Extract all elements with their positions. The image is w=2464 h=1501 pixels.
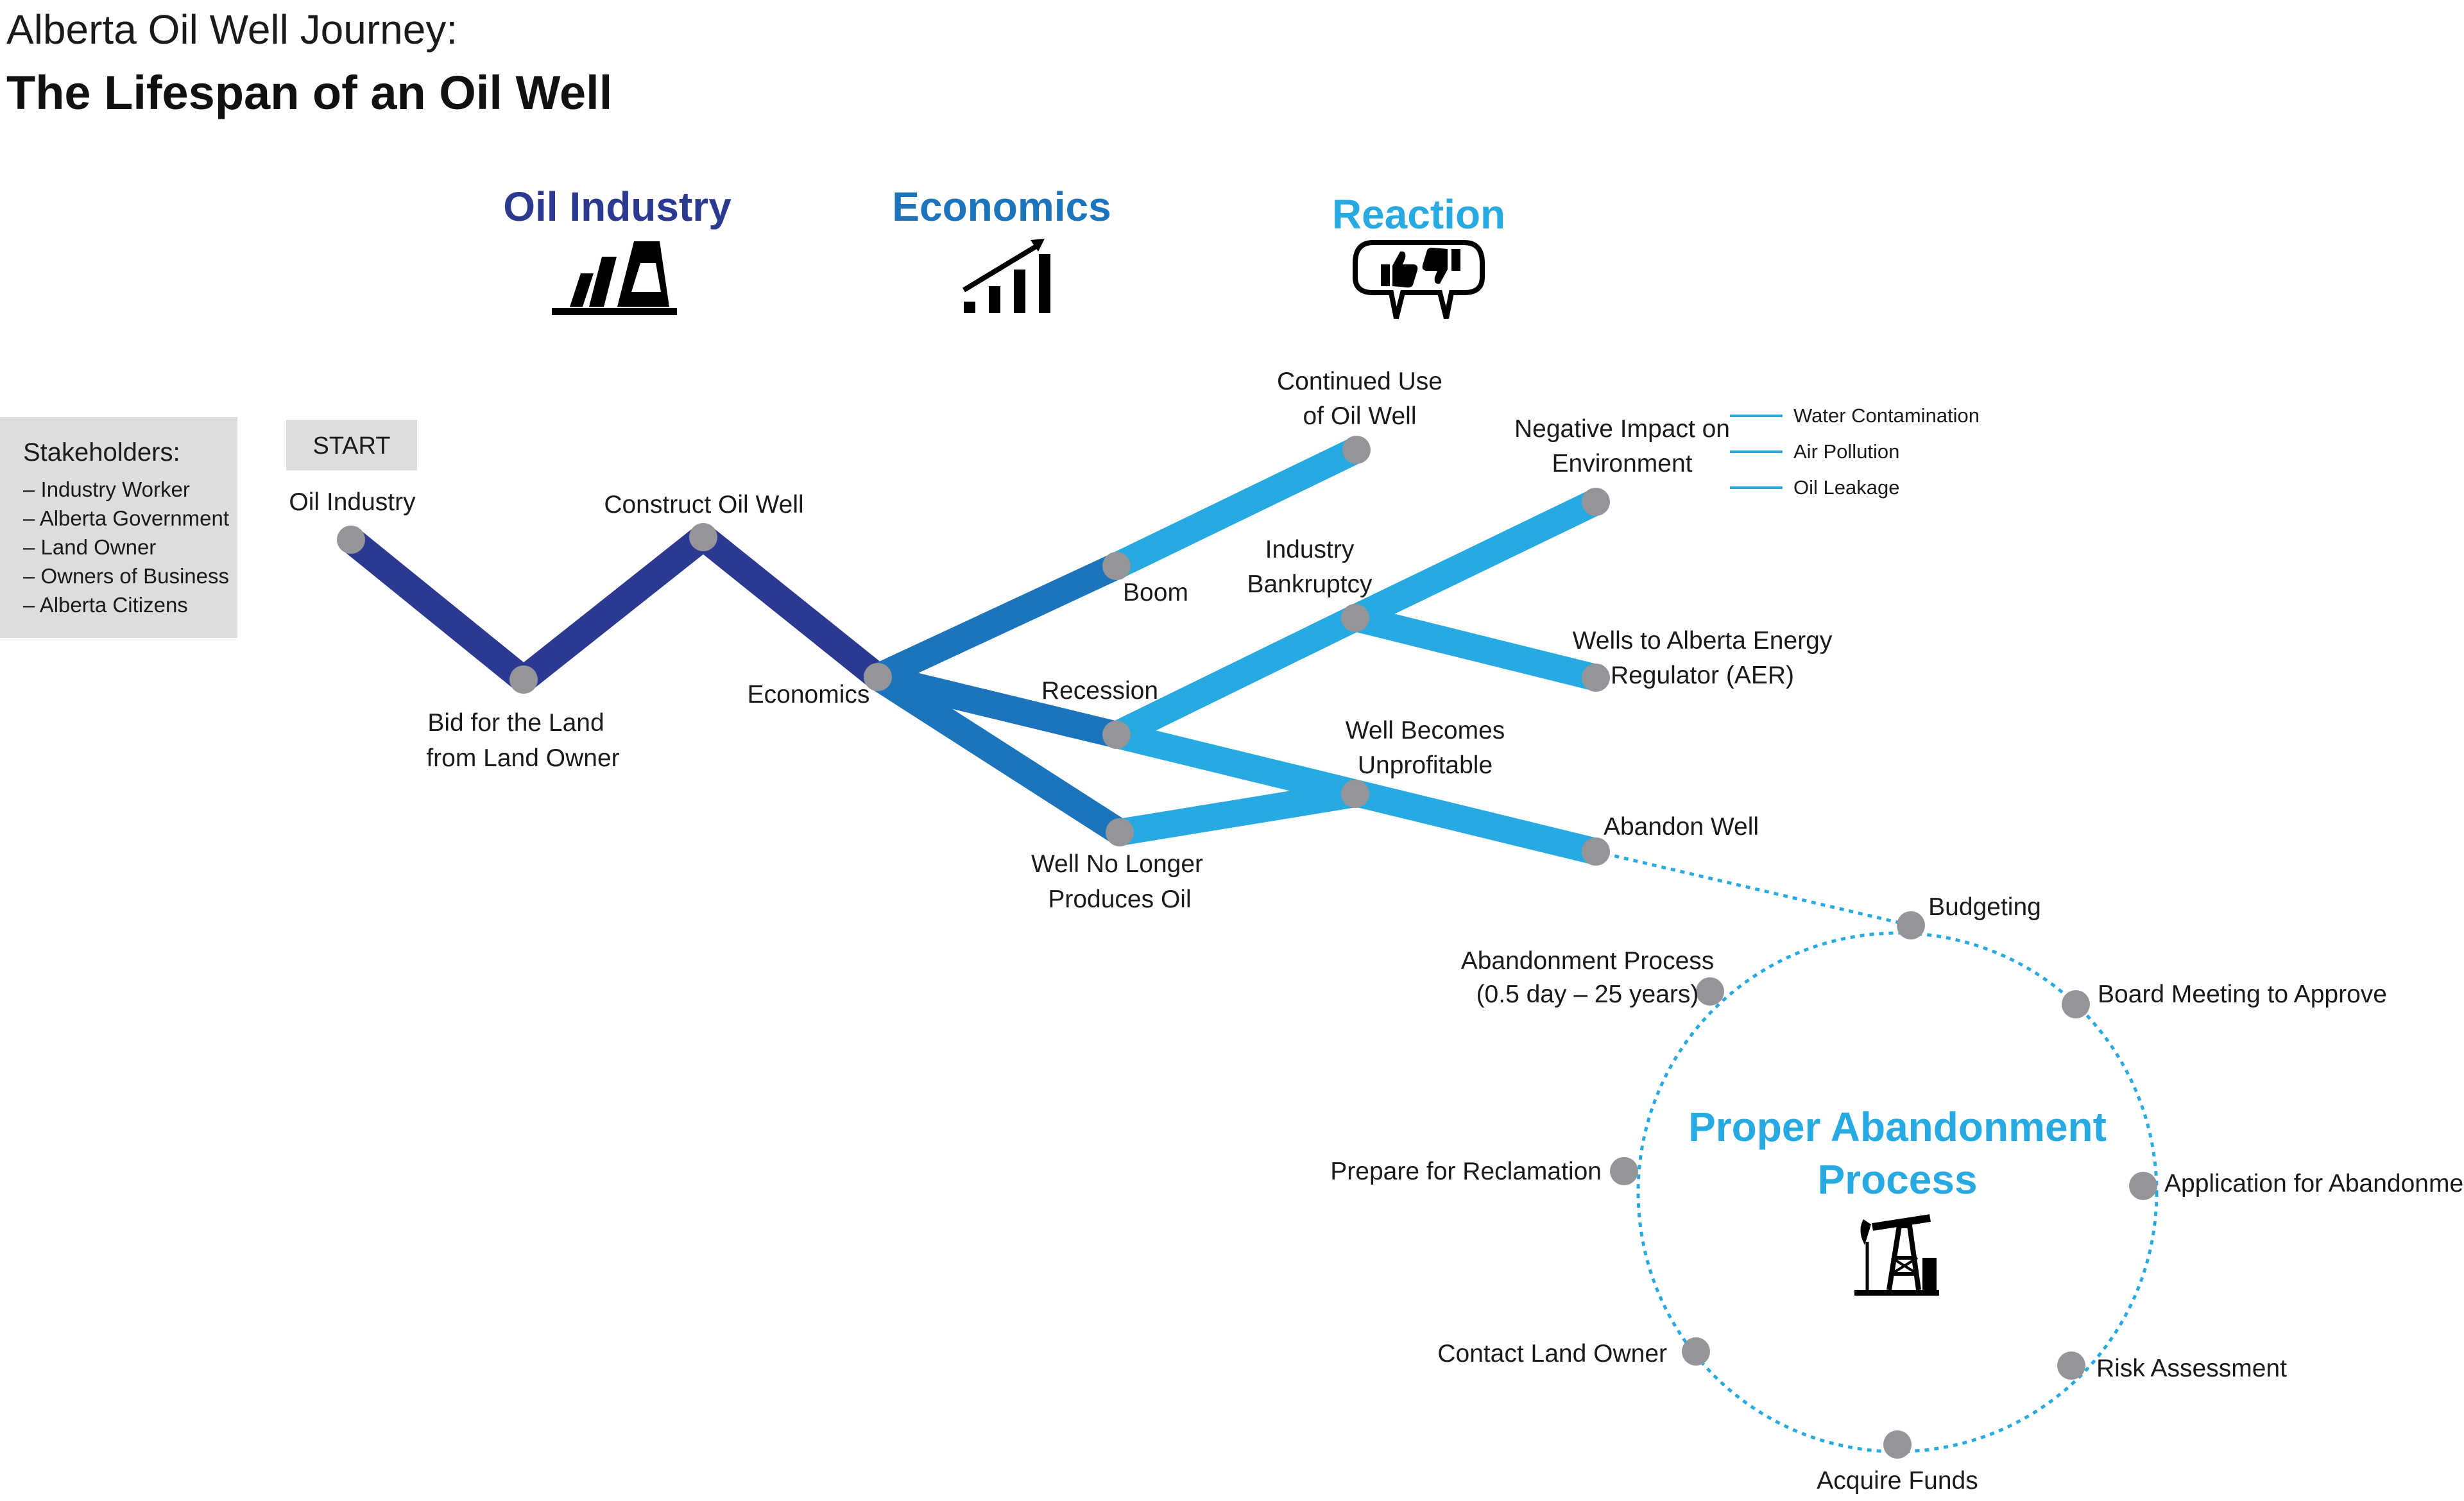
factory-icon bbox=[552, 241, 677, 315]
node-label: Unprofitable bbox=[1358, 751, 1493, 779]
node-label: Wells to Alberta Energy bbox=[1573, 627, 1833, 655]
node-label: Continued Use bbox=[1277, 368, 1442, 395]
start-marker: START bbox=[286, 420, 417, 470]
node-label: Bid for the Land bbox=[427, 709, 604, 737]
stakeholders-heading: Stakeholders: bbox=[23, 438, 180, 467]
path-segment bbox=[690, 524, 891, 690]
node-reclamation bbox=[1610, 1157, 1638, 1185]
node-abandon bbox=[1582, 837, 1610, 866]
impact-item: Water Contamination bbox=[1793, 404, 1980, 427]
node-label: Boom bbox=[1123, 579, 1188, 606]
node-label: Oil Industry bbox=[289, 488, 416, 516]
node-oil-industry bbox=[337, 526, 365, 554]
node-label: Risk Assessment bbox=[2096, 1355, 2287, 1382]
oil-pump-jack-icon bbox=[1854, 1214, 1939, 1296]
node-label: Negative Impact on bbox=[1514, 415, 1730, 443]
stakeholder-item: – Alberta Citizens bbox=[23, 593, 188, 617]
node-label: (0.5 day – 25 years) bbox=[1476, 981, 1699, 1008]
node-negative bbox=[1582, 488, 1610, 516]
node-no-longer bbox=[1106, 818, 1134, 846]
node-label: Prepare for Reclamation bbox=[1330, 1158, 1602, 1185]
stakeholder-item: – Industry Worker bbox=[23, 477, 190, 501]
node-process bbox=[1696, 977, 1724, 1006]
node-label: Application for Abandonment bbox=[2164, 1170, 2464, 1197]
node-dots bbox=[337, 436, 2157, 1459]
node-label: Produces Oil bbox=[1048, 886, 1191, 913]
node-risk bbox=[2057, 1351, 2085, 1380]
node-label: Regulator (AER) bbox=[1611, 662, 1794, 689]
stakeholder-item: – Land Owner bbox=[23, 535, 156, 559]
category-oil-industry-label: Oil Industry bbox=[503, 184, 732, 230]
path-segment bbox=[1342, 605, 1609, 691]
start-label: START bbox=[312, 433, 390, 459]
stakeholder-item: – Alberta Government bbox=[23, 506, 229, 530]
node-label: Acquire Funds bbox=[1817, 1467, 1978, 1495]
node-label: Environment bbox=[1552, 450, 1693, 477]
stakeholder-item: – Owners of Business bbox=[23, 564, 229, 588]
process-title-line-2: Process bbox=[1817, 1156, 1977, 1203]
journey-paths bbox=[338, 436, 1609, 865]
node-labels: Oil Industry Bid for the Land from Land … bbox=[289, 368, 2464, 1495]
node-label: of Oil Well bbox=[1303, 402, 1417, 430]
node-label: Industry bbox=[1265, 536, 1355, 563]
path-segment bbox=[864, 553, 1130, 690]
node-unprofitable bbox=[1341, 780, 1369, 808]
node-budgeting bbox=[1897, 911, 1925, 939]
title-line-1: Alberta Oil Well Journey: bbox=[6, 6, 458, 53]
category-reaction-label: Reaction bbox=[1332, 191, 1505, 237]
impact-list: Water Contamination Air Pollution Oil Le… bbox=[1730, 404, 1980, 499]
path-segment bbox=[1103, 436, 1370, 579]
node-label: Bankruptcy bbox=[1247, 570, 1373, 598]
path-segment bbox=[1342, 488, 1609, 631]
node-label: Board Meeting to Approve bbox=[2098, 981, 2387, 1008]
node-label: Abandon Well bbox=[1604, 813, 1759, 841]
node-landowner bbox=[1682, 1337, 1710, 1366]
stakeholders-box: Stakeholders: – Industry Worker – Albert… bbox=[0, 417, 237, 638]
category-economics-label: Economics bbox=[892, 184, 1111, 230]
start-background bbox=[286, 420, 417, 470]
node-label: from Land Owner bbox=[426, 744, 619, 772]
thumbs-up-down-speech-bubble-icon bbox=[1353, 240, 1485, 319]
node-label: Abandonment Process bbox=[1461, 947, 1715, 975]
node-board bbox=[2062, 990, 2090, 1018]
node-construct bbox=[689, 523, 717, 551]
node-application bbox=[2129, 1172, 2157, 1200]
node-continued bbox=[1342, 436, 1371, 464]
node-label: Contact Land Owner bbox=[1437, 1340, 1667, 1368]
node-label: Budgeting bbox=[1928, 893, 2041, 921]
path-segment bbox=[1106, 780, 1369, 846]
node-bankruptcy bbox=[1341, 604, 1369, 632]
node-economics bbox=[864, 663, 892, 691]
dotted-connector bbox=[1595, 850, 1912, 927]
node-recession bbox=[1102, 721, 1131, 749]
node-label: Economics bbox=[748, 681, 870, 708]
impact-item: Oil Leakage bbox=[1793, 476, 1899, 499]
impact-item: Air Pollution bbox=[1793, 440, 1899, 463]
process-title-line-1: Proper Abandonment bbox=[1688, 1104, 2107, 1150]
node-label: Well Becomes bbox=[1346, 717, 1505, 744]
node-label: Well No Longer bbox=[1031, 850, 1203, 878]
path-segment bbox=[864, 664, 1133, 846]
node-bid bbox=[509, 665, 538, 694]
node-boom bbox=[1102, 552, 1131, 580]
bar-chart-growth-icon bbox=[962, 239, 1050, 313]
node-label: Construct Oil Well bbox=[604, 491, 803, 519]
path-segment bbox=[510, 524, 717, 693]
path-segment bbox=[338, 526, 537, 693]
path-segment bbox=[1103, 605, 1369, 748]
node-label: Recession bbox=[1041, 677, 1158, 705]
node-funds bbox=[1883, 1430, 1912, 1459]
page-title: The Lifespan of an Oil Well bbox=[6, 66, 612, 119]
stakeholders-background bbox=[0, 417, 237, 638]
node-aer bbox=[1582, 664, 1610, 692]
